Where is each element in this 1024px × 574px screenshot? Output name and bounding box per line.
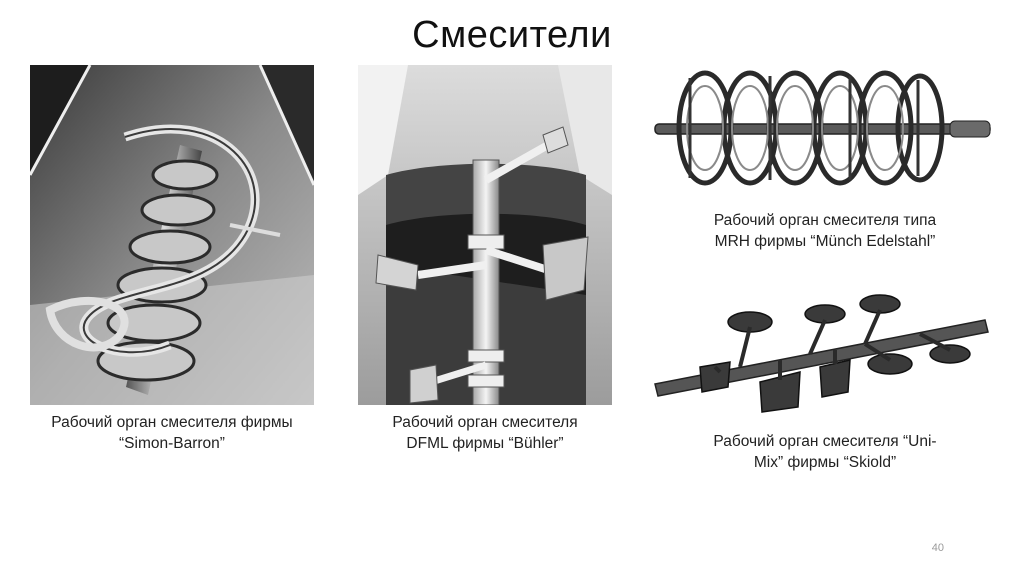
- buhler-dfml-mixer-image: [358, 65, 612, 405]
- caption-line: Mix” фирмы “Skiold”: [753, 454, 897, 471]
- page-number: 40: [931, 542, 944, 554]
- buhler-dfml-caption: Рабочий орган смесителя DFML фирмы “Bühl…: [350, 412, 620, 454]
- simon-barron-mixer-image: [30, 65, 314, 405]
- skiold-unimix-caption: Рабочий орган смесителя “Uni- Mix” фирмы…: [660, 431, 990, 473]
- slide-title: Смесители: [412, 14, 612, 56]
- caption-line: Рабочий орган смесителя типа: [713, 212, 937, 229]
- caption-line: Рабочий орган смесителя: [392, 414, 578, 431]
- caption-line: “Simon-Barron”: [119, 435, 225, 452]
- caption-line: MRH фирмы “Münch Edelstahl”: [714, 233, 936, 250]
- simon-barron-caption: Рабочий орган смесителя фирмы “Simon-Bar…: [22, 412, 322, 454]
- munch-edelstahl-caption: Рабочий орган смесителя типа MRH фирмы “…: [660, 210, 990, 252]
- caption-line: Рабочий орган смесителя фирмы: [51, 414, 293, 431]
- skiold-unimix-rotor-image: [650, 292, 995, 422]
- caption-line: DFML фирмы “Bühler”: [406, 435, 564, 452]
- caption-line: Рабочий орган смесителя “Uni-: [713, 433, 937, 450]
- munch-edelstahl-rotor-image: [650, 58, 995, 203]
